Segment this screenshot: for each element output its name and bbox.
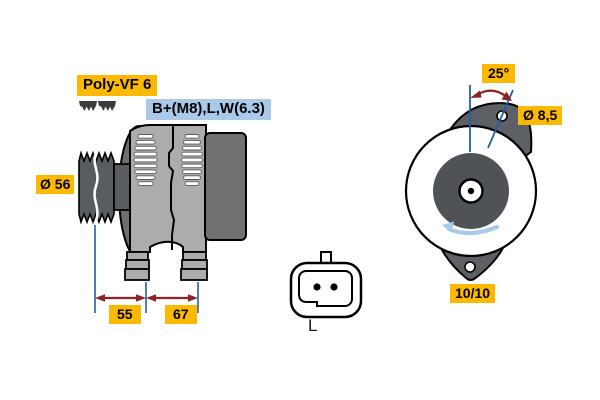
dimension-55-label: 55 [109, 305, 141, 325]
vent-slot [183, 139, 201, 145]
mounting-feet [124, 251, 208, 281]
poly-v-belt-icon [79, 101, 116, 111]
ratio-label: 10/10 [450, 284, 496, 304]
belt-type-label: Poly-VF 6 [77, 75, 158, 96]
alternator-rear-view [404, 85, 538, 282]
connector-pin-2 [330, 283, 338, 291]
vent-slot [134, 145, 157, 151]
pulley-diameter-label: Ø 56 [36, 175, 75, 195]
connector-pin-label: L [308, 316, 318, 335]
dim-arrow-67 [146, 294, 198, 302]
vent-slot [181, 151, 203, 157]
vent-slot [183, 175, 201, 180]
alternator-body [129, 124, 207, 253]
vent-slot [133, 163, 158, 169]
mount-angle-label: 25° [482, 64, 516, 84]
pulley-break-line [93, 152, 99, 222]
vent-slot [184, 181, 200, 186]
body-contour-line [168, 125, 176, 250]
connector-pin-1 [313, 283, 321, 291]
vent-slot [182, 169, 202, 175]
vent-slot [137, 181, 154, 186]
counterclockwise-arrow-icon [442, 221, 500, 236]
connector-view [289, 251, 363, 319]
connector-outline [289, 261, 363, 319]
connector-inner-outline [298, 270, 353, 307]
vent-slot [133, 157, 158, 163]
rear-cover [204, 132, 247, 241]
terminals-label: B+(M8),L,W(6.3) [146, 99, 271, 120]
vent-slot [181, 157, 203, 163]
vent-slot [135, 139, 156, 145]
vent-slot [134, 169, 157, 175]
vent-slots-front [133, 134, 158, 186]
bottom-lug-hole [464, 261, 476, 273]
vent-slot [133, 151, 158, 157]
vent-slots-rear [181, 134, 203, 186]
shaft-center [467, 187, 475, 195]
vent-slot [135, 175, 156, 180]
angle-arc-arrow [470, 89, 512, 101]
hole-diameter-label: Ø 8,5 [518, 106, 563, 126]
dim-arrow-55 [95, 294, 146, 302]
vent-slot [182, 145, 202, 151]
vent-slot [137, 134, 154, 139]
vent-slot [181, 163, 203, 169]
dimension-lines-side [94, 225, 199, 313]
dimension-67-label: 67 [165, 305, 197, 325]
alternator-side-view [78, 124, 247, 281]
vent-slot [184, 134, 200, 139]
